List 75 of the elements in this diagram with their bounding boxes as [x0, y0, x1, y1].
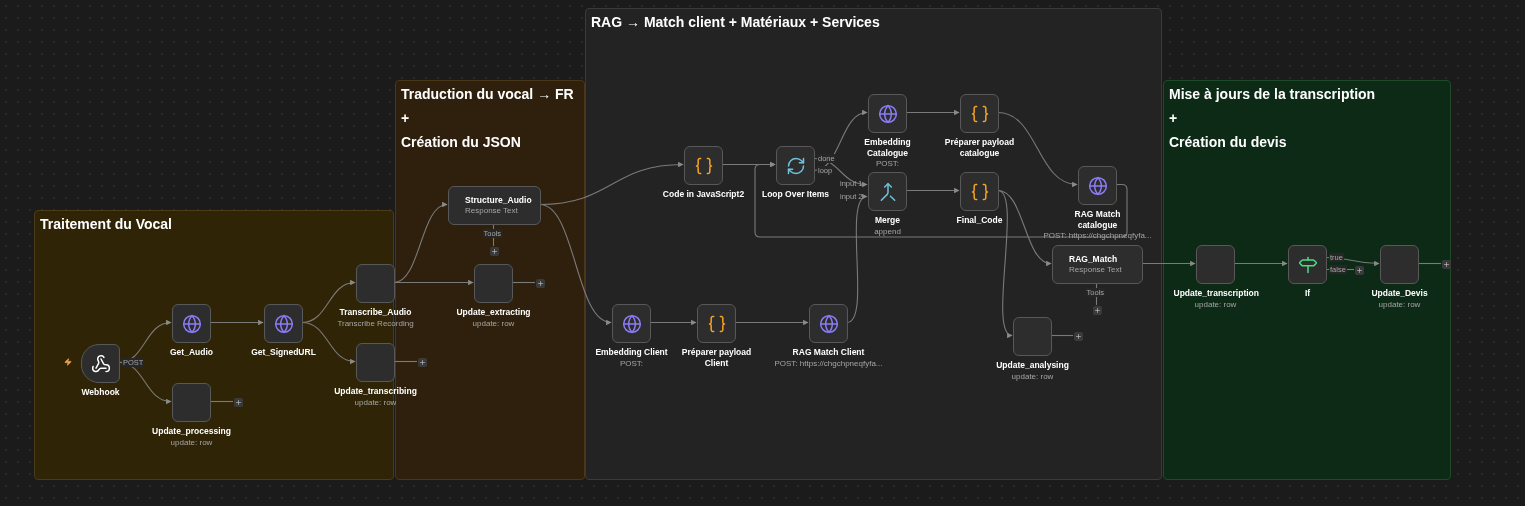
group-title: +	[1169, 109, 1178, 127]
connector-arrow	[1233, 260, 1288, 267]
add-button	[1074, 332, 1083, 341]
node-title: RAG_Match	[1069, 254, 1118, 265]
connector-arrow	[905, 187, 960, 194]
connector-arrow	[813, 110, 868, 172]
node-subtitle: update: row	[1194, 299, 1237, 310]
node-title: Structure_Audio	[465, 195, 532, 206]
node-subtitle: POST:	[619, 358, 644, 369]
node-title: If	[1304, 288, 1311, 299]
node-subtitle: POST: https://chgchpneqfyfa...	[1043, 231, 1152, 242]
connector-arrow	[1141, 260, 1196, 267]
node-title: Update_transcribing	[334, 386, 417, 397]
connector-arrow	[539, 203, 612, 324]
group-title: Traitement du Vocal	[40, 215, 172, 233]
node-title: Transcribe_Audio	[339, 307, 412, 318]
node-title: Embedding Catalogue	[863, 137, 912, 159]
add-button	[1442, 260, 1451, 269]
add-button	[418, 358, 427, 367]
group-panel	[585, 8, 1162, 480]
connector-arrow	[393, 203, 448, 284]
connector-arrow	[997, 189, 1013, 337]
add-button	[536, 279, 545, 288]
add-button	[234, 398, 243, 407]
node-title: Update_transcription	[1173, 288, 1258, 299]
node-title: Préparer payload catalogue	[943, 137, 1016, 159]
node-subtitle: append	[874, 226, 901, 237]
node-subtitle: update: row	[170, 437, 213, 448]
connector-arrow	[905, 109, 960, 116]
node-box	[448, 186, 541, 225]
node-subtitle: Transcribe Recording	[337, 318, 414, 329]
connector-arrow	[846, 195, 868, 324]
group-title: Création du JSON	[401, 133, 521, 151]
node-title: Update_processing	[152, 426, 231, 437]
node-title: Get_Audio	[170, 347, 213, 358]
add-button	[1093, 306, 1102, 315]
connector-arrow	[754, 161, 1128, 238]
node-title: Merge	[874, 215, 900, 226]
node-subtitle: POST:	[875, 159, 900, 170]
node-title: Update_extracting	[456, 307, 531, 318]
add-button	[1355, 266, 1364, 275]
connector-arrow	[649, 319, 697, 326]
group-title: RAG → Match client + Matériaux + Services	[591, 13, 880, 31]
node-title: Préparer payload Client	[680, 347, 753, 369]
node-title: Update_analysing	[996, 360, 1069, 371]
group-title: Traduction du vocal → FR	[401, 85, 574, 103]
node-subtitle: update: row	[1378, 299, 1421, 310]
node-subtitle: Response Text	[1069, 264, 1122, 275]
node-title: RAG Match catalogue	[1073, 209, 1122, 231]
node-title: Embedding Client	[595, 347, 668, 358]
node-subtitle: update: row	[354, 397, 397, 408]
connector-arrow	[301, 321, 356, 364]
node-subtitle: update: row	[472, 318, 515, 329]
node-title: Code in JavaScript2	[662, 189, 745, 200]
node-title: Get_SignedURL	[251, 347, 316, 358]
node-title: Loop Over Items	[761, 189, 830, 200]
connector-arrow	[997, 111, 1078, 187]
node-subtitle: POST: https://chgchpneqfyfa...	[774, 358, 883, 369]
group-title: Création du devis	[1169, 133, 1287, 151]
node-title: Final_Code	[956, 215, 1003, 226]
node-box	[1052, 245, 1143, 284]
node-title: Webhook	[81, 387, 120, 398]
connector-arrow	[118, 361, 172, 404]
node-subtitle: update: row	[1011, 371, 1054, 382]
connector-arrow	[997, 189, 1052, 266]
connector-arrow	[734, 319, 809, 326]
connector-arrow	[209, 319, 264, 326]
connector-arrow	[393, 279, 474, 286]
add-button	[490, 247, 499, 256]
node-title: Update_Devis	[1371, 288, 1428, 299]
group-title: +	[401, 109, 410, 127]
node-subtitle: Response Text	[465, 205, 518, 216]
group-panel	[1163, 80, 1451, 480]
group-title: Mise à jours de la transcription	[1169, 85, 1376, 103]
node-title: RAG Match Client	[792, 347, 865, 358]
